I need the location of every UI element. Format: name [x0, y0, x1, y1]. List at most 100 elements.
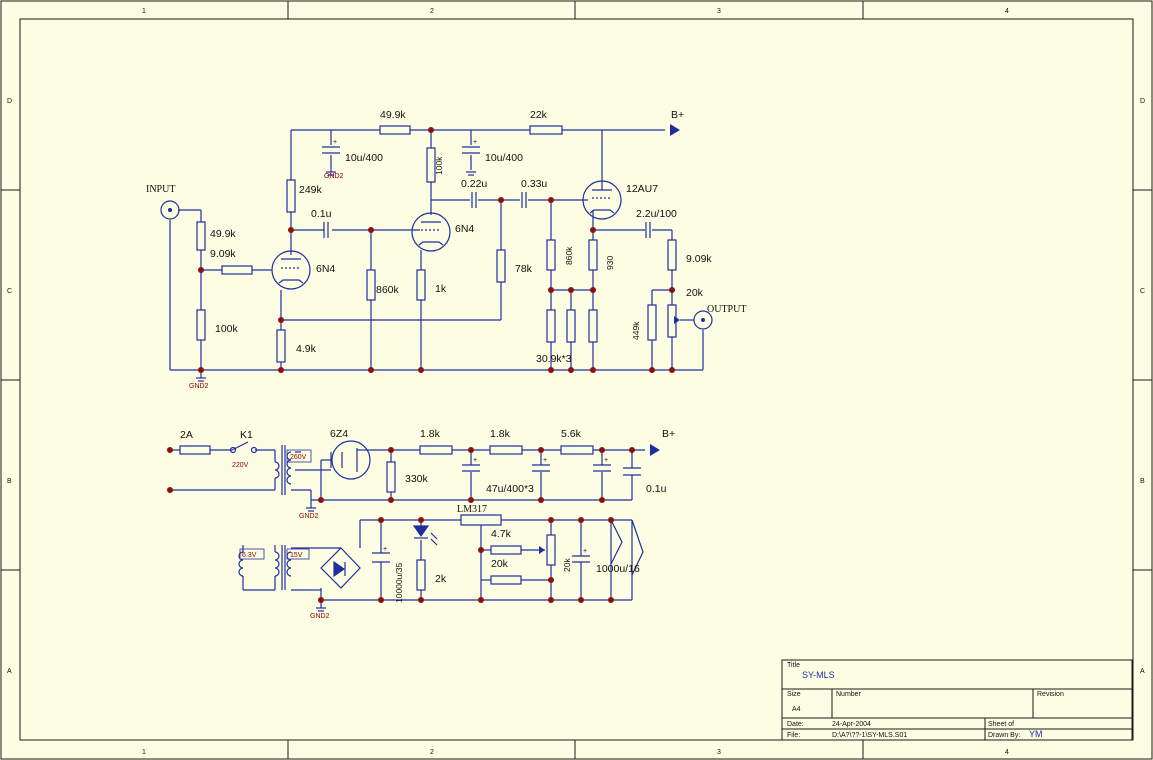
input-jack [160, 200, 180, 220]
r-2k-label: 2k [435, 573, 447, 585]
fil-winding-label: 6.3V [242, 552, 257, 559]
hv-winding-box [286, 449, 312, 463]
hv-winding-label: 260V [290, 454, 307, 461]
resistor-4k7 [490, 545, 522, 555]
rectifier-label: 6Z4 [330, 428, 348, 440]
resistor-860k-b [546, 239, 556, 271]
row-label-d-right: D [1140, 98, 1145, 105]
zone-labels: 1 2 3 4 1 2 3 4 D C B A D C B A [7, 8, 1145, 756]
col-label-3-top: 3 [717, 8, 721, 15]
led [412, 525, 438, 546]
r-in-top-label: 49.9k [210, 228, 236, 240]
switch-label: K1 [240, 429, 253, 441]
col-label-3-bottom: 3 [717, 749, 721, 756]
r-20k-label: 20k [491, 558, 509, 570]
c-10000u-label: 10000u/35 [394, 563, 404, 603]
resistor-930 [588, 239, 598, 271]
output-jack [693, 310, 713, 330]
r-30k9-label: 30.9k*3 [536, 353, 572, 365]
c-0u33-label: 0.33u [521, 178, 547, 190]
amp-labels: INPUT OUTPUT B+ 6N4 6N4 12AU7 49.9k 9.09… [146, 109, 746, 390]
resistor-5k6 [560, 445, 594, 455]
amp-ground-symbols [196, 171, 476, 382]
size-caption: Size [787, 691, 801, 698]
regulator-label: LM317 [457, 504, 487, 515]
row-label-d-left: D [7, 98, 12, 105]
drawn-caption: Drawn By: [988, 732, 1020, 739]
r-grid-label: 9.09k [210, 248, 236, 260]
svg-text:+: + [583, 548, 587, 555]
bplus-arrow-psu [650, 444, 660, 456]
psu-labels: 2A K1 220V 260V 6.3V 15V 6Z4 1.8k 1.8k 5… [180, 428, 675, 620]
c-0u1-psu-label: 0.1u [646, 483, 667, 495]
svg-text:+: + [333, 139, 337, 146]
r-4k9-label: 4.9k [296, 343, 317, 355]
row-label-a-left: A [7, 668, 12, 675]
mains-transformer [238, 445, 312, 591]
col-label-2-top: 2 [430, 8, 434, 15]
pot-20k-label: 20k [686, 287, 704, 299]
r-1k8-b-label: 1.8k [490, 428, 511, 440]
date-caption: Date: [787, 721, 804, 728]
fuse-label: 2A [180, 429, 193, 441]
switch-contact-b [250, 446, 258, 454]
resistor-r-in-bot [196, 309, 206, 341]
psu-capacitors [372, 464, 641, 563]
amp-polarity-marks: ++ [333, 139, 477, 146]
r-330k-label: 330k [405, 473, 429, 485]
input-label: INPUT [146, 184, 175, 195]
resistor-330k [386, 461, 396, 493]
resistor-30k9-a [546, 309, 556, 343]
r-4k7-label: 4.7k [491, 528, 512, 540]
r-860k-b-label: 860k [564, 246, 574, 265]
col-label-4-top: 4 [1005, 8, 1009, 15]
amp-connectors [160, 200, 713, 330]
row-label-a-right: A [1140, 668, 1145, 675]
row-label-c-right: C [1140, 288, 1145, 295]
tube-v2-envelope [411, 212, 451, 252]
title-caption: Title [787, 662, 800, 669]
col-label-1-bottom: 1 [142, 749, 146, 756]
r-49k9-top-label: 49.9k [380, 109, 406, 121]
r-in-bot-label: 100k [215, 323, 239, 335]
c-10u-b-label: 10u/400 [485, 152, 523, 164]
svg-text:+: + [473, 139, 477, 146]
c-10u-a-label: 10u/400 [345, 152, 383, 164]
resistor-4k9 [276, 329, 286, 363]
amp-wires [169, 129, 704, 378]
date-value: 24-Apr-2004 [832, 721, 871, 728]
psu-input-parts [179, 445, 258, 455]
trimmer-20k [546, 534, 556, 566]
col-label-1-top: 1 [142, 8, 146, 15]
svg-text:+: + [383, 546, 387, 553]
amp-resistors [196, 125, 677, 363]
r-930-label: 930 [605, 256, 615, 270]
resistor-2k [416, 559, 426, 591]
r-5k6-label: 5.6k [561, 428, 582, 440]
bplus-label-psu: B+ [662, 428, 675, 440]
c-0u22-label: 0.22u [461, 178, 487, 190]
resistor-30k9-c [588, 309, 598, 343]
size-value: A4 [792, 706, 801, 713]
resistor-249k [286, 179, 296, 213]
title-block-text: Title SY-MLS Size A4 Number Revision Dat… [787, 662, 1064, 739]
rectifier-envelope [331, 440, 371, 480]
tube-v3-label: 12AU7 [626, 183, 658, 195]
psu-resistors [386, 445, 594, 591]
resistor-1k8-b [489, 445, 523, 455]
r-249k-label: 249k [299, 184, 323, 196]
col-label-2-bottom: 2 [430, 749, 434, 756]
r-1k8-a-label: 1.8k [420, 428, 441, 440]
output-label: OUTPUT [707, 304, 746, 315]
c-47u-label: 47u/400*3 [486, 483, 534, 495]
row-label-b-right: B [1140, 478, 1145, 485]
row-label-c-left: C [7, 288, 12, 295]
resistor-78k [496, 249, 506, 283]
r-20k-v-label: 20k [562, 558, 572, 572]
c-1000u-label: 1000u/16 [596, 563, 640, 575]
r-9k09-out-label: 9.09k [686, 253, 712, 265]
tube-v1-envelope [271, 250, 311, 290]
